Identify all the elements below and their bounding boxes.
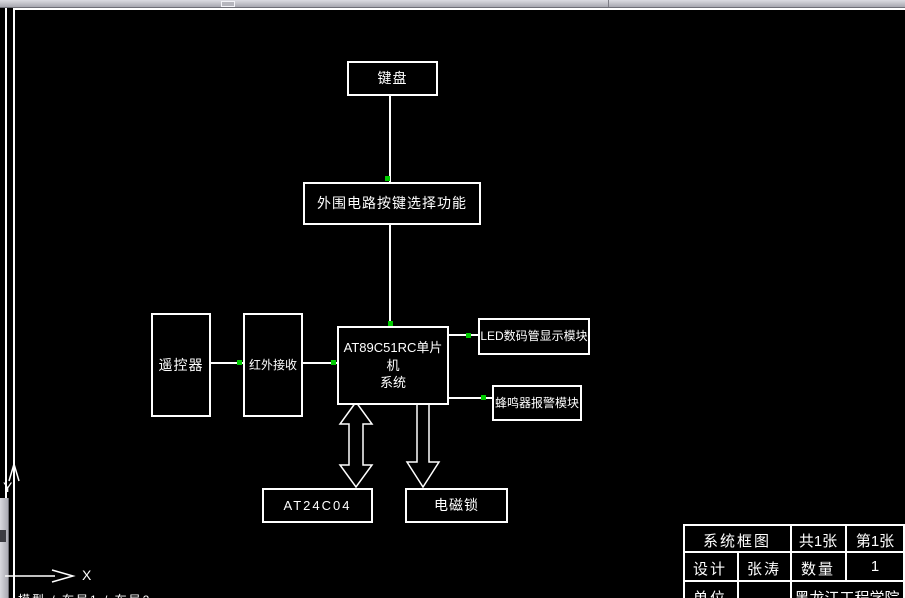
ucs-x-arrowhead-icon bbox=[51, 569, 76, 583]
block-remote-control[interactable]: 遥控器 bbox=[151, 313, 211, 417]
title-block-quantity-label: 数量 bbox=[800, 561, 836, 578]
title-block-designer: 张涛 bbox=[746, 561, 782, 578]
grip[interactable] bbox=[237, 360, 242, 365]
title-block-unit-label: 单位 bbox=[693, 587, 727, 598]
title-block-line bbox=[790, 524, 792, 598]
scrollbar-widget[interactable] bbox=[221, 1, 235, 7]
vertical-scrollbar[interactable] bbox=[0, 498, 9, 598]
grip[interactable] bbox=[331, 360, 336, 365]
grip[interactable] bbox=[385, 176, 390, 181]
block-eeprom[interactable]: AT24C04 bbox=[262, 488, 373, 523]
title-block-line bbox=[683, 524, 905, 526]
block-label: 遥控器 bbox=[158, 356, 204, 373]
grip[interactable] bbox=[388, 321, 393, 326]
block-label: LED数码管显示模块 bbox=[480, 329, 588, 344]
title-block-sheet-no: 第1张 bbox=[855, 533, 895, 550]
sheet-inner-border-left bbox=[13, 8, 15, 598]
title-block-unit-value: 黑龙江工程学院 bbox=[794, 587, 899, 598]
title-block-line bbox=[845, 524, 847, 582]
block-mcu-system[interactable]: AT89C51RC单片机 系统 bbox=[337, 326, 449, 405]
block-label: 红外接收 bbox=[248, 357, 297, 372]
ucs-x-label: X bbox=[82, 567, 92, 583]
sheet-border-top bbox=[13, 8, 905, 10]
title-block-drawing-title: 系统框图 bbox=[702, 533, 772, 550]
block-ir-receiver[interactable]: 红外接收 bbox=[243, 313, 303, 417]
title-block-line bbox=[683, 580, 905, 582]
layout-tabs-label: 模型 / 布局1 / 布局2 bbox=[18, 593, 151, 598]
block-electromagnetic-lock[interactable]: 电磁锁 bbox=[405, 488, 508, 523]
block-label: 外围电路按键选择功能 bbox=[317, 195, 467, 212]
block-peripheral-circuit[interactable]: 外围电路按键选择功能 bbox=[303, 182, 481, 225]
block-label: AT24C04 bbox=[283, 497, 352, 513]
title-block-line bbox=[683, 524, 685, 598]
block-label: 蜂鸣器报警模块 bbox=[494, 395, 579, 410]
horizontal-scrollbar[interactable] bbox=[0, 0, 905, 8]
block-label: 系统 bbox=[379, 375, 406, 391]
block-label: 键盘 bbox=[377, 70, 408, 87]
layout-tabs[interactable]: 模型 / 布局1 / 布局2 bbox=[18, 591, 228, 598]
block-label: AT89C51RC单片机 bbox=[343, 340, 443, 373]
grip[interactable] bbox=[481, 395, 486, 400]
scrollbar-thumb-edge bbox=[608, 0, 609, 7]
block-label: 电磁锁 bbox=[434, 497, 479, 514]
ucs-y-label: Y bbox=[3, 479, 13, 495]
title-block-line bbox=[737, 551, 739, 598]
title-block-quantity: 1 bbox=[870, 558, 880, 575]
down-arrow-icon[interactable] bbox=[405, 400, 441, 489]
title-block-design-label: 设计 bbox=[692, 561, 728, 578]
block-led-display[interactable]: LED数码管显示模块 bbox=[478, 318, 590, 355]
block-buzzer-alarm[interactable]: 蜂鸣器报警模块 bbox=[492, 385, 582, 421]
block-keyboard[interactable]: 键盘 bbox=[347, 61, 438, 96]
title-block-total-sheets: 共1张 bbox=[798, 533, 838, 550]
ucs-y-arrowhead-icon bbox=[8, 461, 20, 482]
title-block-line bbox=[683, 551, 905, 553]
title-block-line bbox=[903, 524, 905, 598]
grip[interactable] bbox=[466, 333, 471, 338]
sheet-outer-border-left bbox=[5, 8, 7, 498]
double-arrow-icon[interactable] bbox=[338, 400, 374, 489]
scrollbar-notch bbox=[0, 530, 6, 542]
